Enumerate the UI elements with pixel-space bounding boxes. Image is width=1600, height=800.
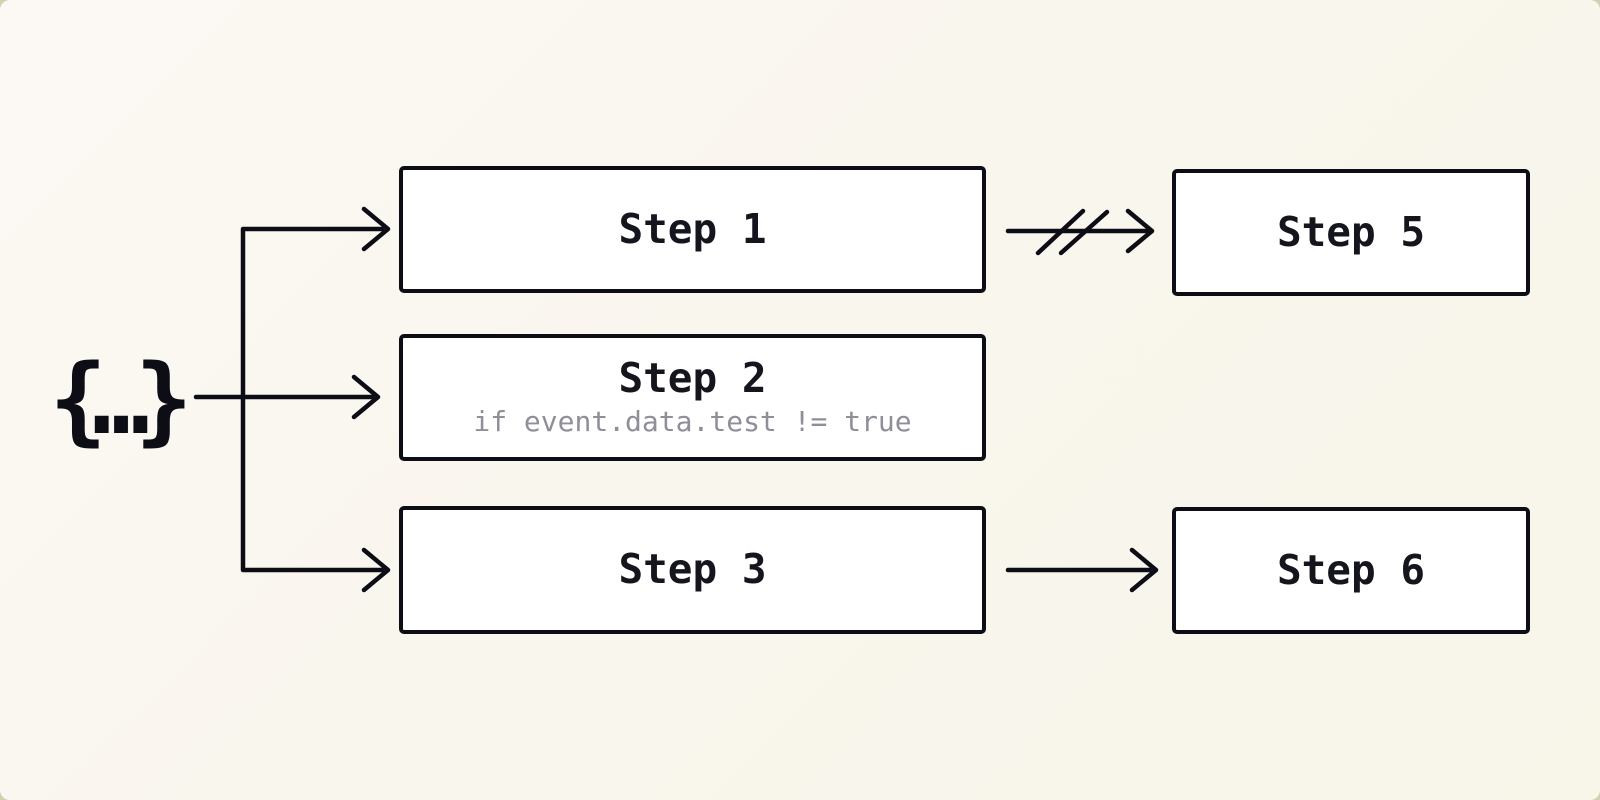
arrowhead-step-1 [361, 206, 391, 252]
edge-source-step-2 [193, 374, 381, 420]
cancel-slash-icon [1035, 208, 1086, 256]
step-label: Step 1 [618, 204, 767, 253]
step-label: Step 6 [1276, 545, 1426, 594]
event-trigger-icon[interactable]: { … } [49, 344, 192, 456]
arrowhead-step-6 [1129, 547, 1159, 593]
open-brace: { [49, 344, 108, 456]
edge-source-step-1-and-step-3 [240, 206, 391, 593]
close-brace: } [134, 344, 193, 456]
step-label: Step 5 [1276, 207, 1426, 256]
step-node-step-6[interactable]: Step 6 [1172, 507, 1530, 634]
step-label: Step 2 [618, 354, 767, 403]
step-condition: if event.data.test != true [473, 405, 912, 439]
cancel-slash-icon [1058, 209, 1110, 256]
arrowhead-step-3 [361, 547, 391, 593]
ellipsis-dots: … [92, 344, 150, 456]
branch-trunk-line [240, 226, 385, 573]
step-node-step-1[interactable]: Step 1 [399, 166, 986, 293]
step-label: Step 3 [618, 545, 767, 594]
arrowhead-step-5 [1125, 208, 1155, 254]
step-node-step-2[interactable]: Step 2 if event.data.test != true [399, 334, 986, 461]
step-node-step-3[interactable]: Step 3 [399, 506, 986, 634]
edge-step-3-step-6 [1005, 547, 1159, 593]
arrowhead-step-2 [351, 374, 381, 420]
step-node-step-5[interactable]: Step 5 [1172, 169, 1530, 296]
edge-step-1-step-5-cancelled [1005, 208, 1155, 256]
